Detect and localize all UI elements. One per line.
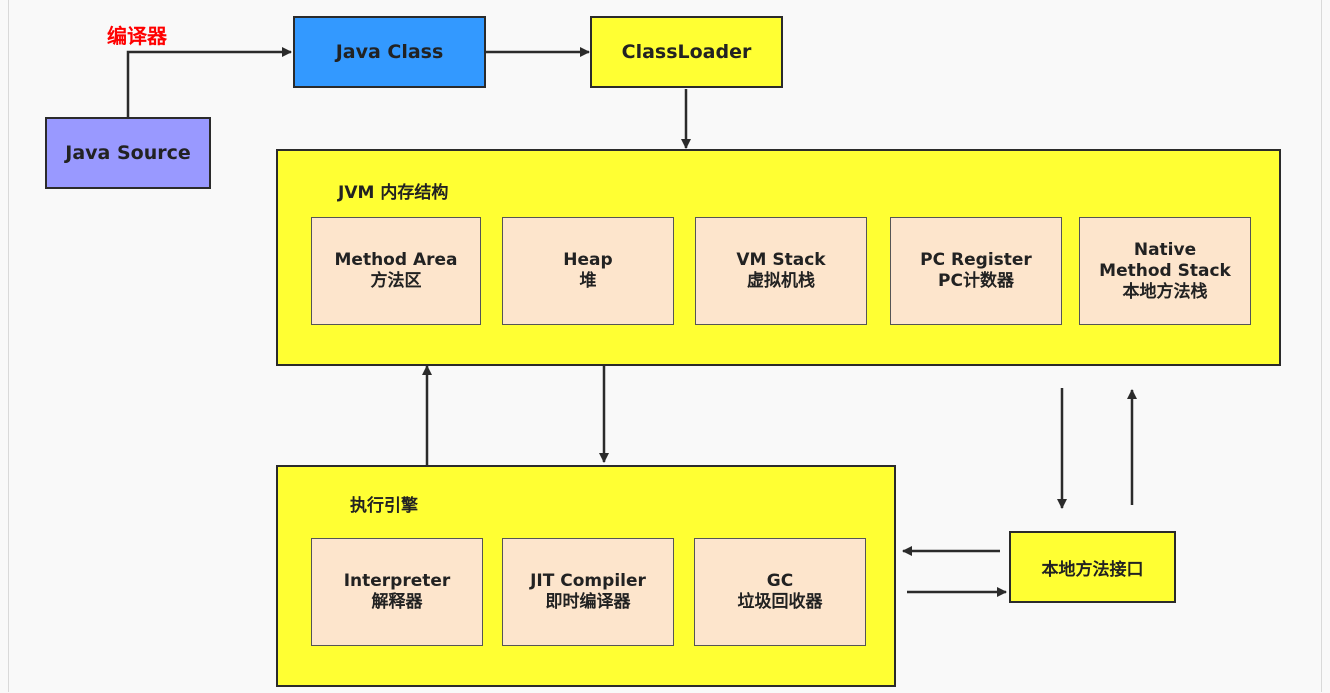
pc-register-label-cn: PC计数器 — [938, 271, 1014, 291]
java-class-box: Java Class — [293, 16, 486, 88]
arrow-source-to-class — [126, 47, 292, 118]
native-interface-label: 本地方法接口 — [1041, 559, 1144, 580]
interpreter-label-cn: 解释器 — [371, 592, 423, 612]
vm-stack-label-en: VM Stack — [736, 250, 826, 270]
native-method-stack-label-cn: 本地方法栈 — [1122, 281, 1208, 302]
classloader-box: ClassLoader — [590, 16, 783, 88]
heap-label-cn: 堆 — [579, 271, 597, 291]
interpreter-label-en: Interpreter — [343, 571, 451, 591]
native-method-stack-label-2: Method Stack — [1099, 260, 1231, 281]
execution-engine-title: 执行引擎 — [350, 496, 418, 516]
canvas-frame — [8, 0, 1322, 692]
vm-stack-label-cn: 虚拟机栈 — [747, 271, 815, 291]
method-area-box: Method Area 方法区 — [311, 217, 481, 325]
jit-compiler-label-en: JIT Compiler — [530, 571, 646, 591]
native-method-stack-box: Native Method Stack 本地方法栈 — [1079, 217, 1251, 325]
method-area-label-cn: 方法区 — [370, 271, 422, 291]
jvm-memory-title: JVM 内存结构 — [338, 183, 449, 203]
execution-engine-container: 执行引擎 Interpreter 解释器 JIT Compiler 即时编译器 … — [276, 465, 896, 687]
pc-register-box: PC Register PC计数器 — [890, 217, 1062, 325]
pc-register-label-en: PC Register — [920, 250, 1032, 270]
method-area-label-en: Method Area — [334, 250, 458, 270]
jvm-memory-container: JVM 内存结构 Method Area 方法区 Heap 堆 VM Stack… — [276, 149, 1281, 366]
vm-stack-box: VM Stack 虚拟机栈 — [695, 217, 867, 325]
java-source-box: Java Source — [45, 117, 211, 189]
interpreter-box: Interpreter 解释器 — [311, 538, 483, 646]
native-method-stack-label-1: Native — [1133, 239, 1197, 260]
gc-box: GC 垃圾回收器 — [694, 538, 866, 646]
gc-label-en: GC — [766, 571, 794, 591]
heap-label-en: Heap — [563, 250, 613, 270]
heap-box: Heap 堆 — [502, 217, 674, 325]
classloader-label: ClassLoader — [621, 41, 752, 63]
java-class-label: Java Class — [335, 41, 444, 63]
java-source-label: Java Source — [65, 142, 191, 164]
compiler-label: 编译器 — [107, 24, 167, 48]
jit-compiler-box: JIT Compiler 即时编译器 — [502, 538, 674, 646]
gc-label-cn: 垃圾回收器 — [737, 592, 823, 612]
native-interface-box: 本地方法接口 — [1009, 531, 1176, 603]
jit-compiler-label-cn: 即时编译器 — [545, 592, 631, 612]
